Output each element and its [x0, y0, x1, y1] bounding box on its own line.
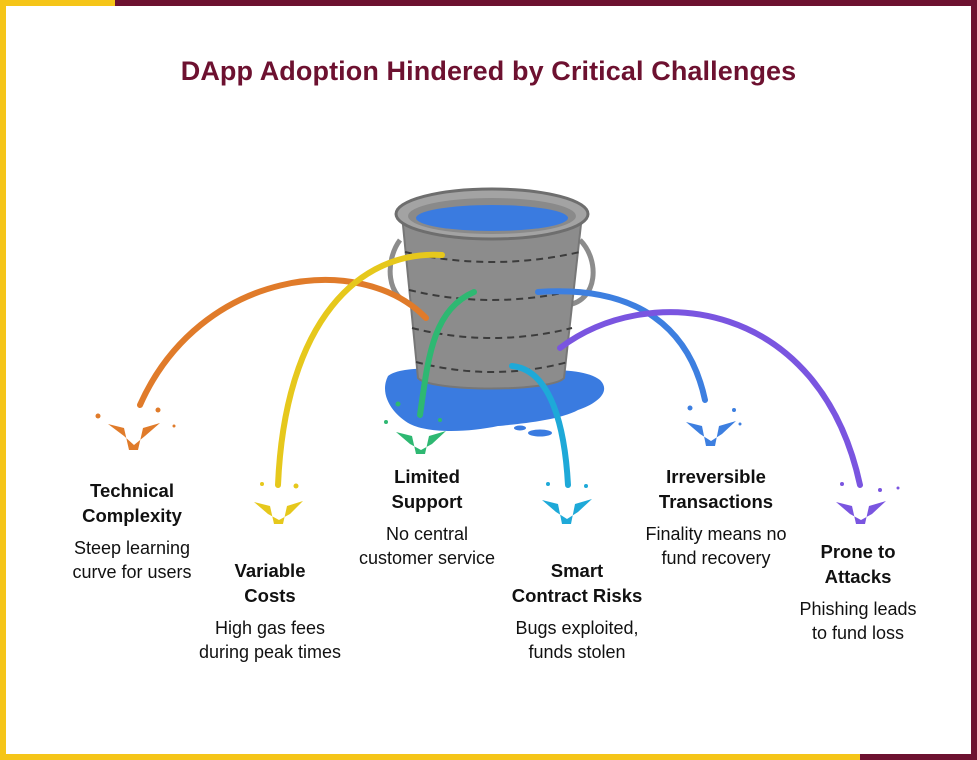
challenge-description: Bugs exploited,funds stolen — [515, 618, 639, 662]
leak-stream-support — [417, 289, 477, 418]
leak-stream-costs — [275, 251, 445, 488]
leak-stream-irreversible — [535, 288, 708, 403]
bucket-water — [416, 205, 568, 231]
splash-irreversible — [686, 405, 742, 446]
splash-attacks — [836, 482, 900, 524]
splash-smart — [542, 482, 592, 524]
splash-technical — [95, 407, 176, 450]
bucket-handle-right — [567, 238, 596, 308]
water-puddle-drop — [528, 429, 552, 437]
leak-stream-smart — [509, 363, 571, 488]
leak-stream-technical — [137, 277, 429, 408]
page-title: DApp Adoption Hindered by Critical Chall… — [180, 56, 797, 86]
water-puddle-drop-small — [514, 425, 526, 431]
bucket-seam — [415, 361, 569, 373]
bucket-seam — [411, 327, 573, 339]
bucket-seam — [404, 251, 581, 263]
splash-support — [384, 401, 446, 454]
leak-stream-attacks — [557, 309, 863, 488]
splash-costs — [254, 482, 303, 524]
